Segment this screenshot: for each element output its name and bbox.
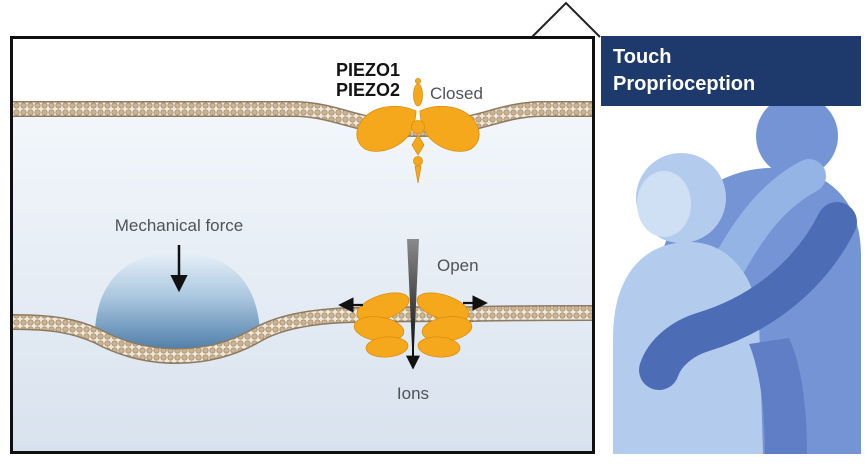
person-front-arm <box>710 159 826 285</box>
closed-channel-bead-1 <box>411 120 425 134</box>
side-panel: Touch Proprioception <box>601 36 861 454</box>
callout-wedge-lines <box>531 1 601 38</box>
open-piezo-channel <box>353 292 473 358</box>
mechanical-force-dome <box>95 252 260 353</box>
closed-state-label: Closed <box>430 84 483 103</box>
ions-label: Ions <box>397 384 429 403</box>
cell-interior-background <box>13 109 592 451</box>
open-right-foot <box>417 336 461 358</box>
side-panel-header: Touch Proprioception <box>601 36 861 106</box>
closed-channel-bead-2 <box>411 134 425 156</box>
hug-illustration <box>601 106 861 454</box>
side-title-line2: Proprioception <box>613 73 756 95</box>
piezo1-label: PIEZO1 <box>336 60 400 80</box>
open-left-foot <box>365 336 409 358</box>
bottom-membrane-bilayer <box>13 306 592 363</box>
person-front-face <box>637 171 691 237</box>
open-state-label: Open <box>437 256 479 275</box>
side-title-line1: Touch <box>613 46 672 68</box>
ion-flow-funnel <box>407 239 419 347</box>
closed-channel-cap-stem <box>413 83 423 107</box>
bodies-shadow <box>749 338 807 454</box>
closed-piezo-channel <box>356 78 480 184</box>
person-back-head <box>756 106 838 177</box>
closed-channel-bead-3 <box>413 156 423 166</box>
piezo2-label: PIEZO2 <box>336 80 400 100</box>
open-channel-right-half <box>416 292 473 358</box>
membrane-diagram: PIEZO1 PIEZO2 Closed Mechanical force <box>13 60 592 451</box>
membrane-diagram-panel: PIEZO1 PIEZO2 Closed Mechanical force <box>10 36 595 454</box>
person-back-arm <box>639 202 857 390</box>
closed-channel-cap-bead <box>414 78 421 85</box>
bottom-membrane <box>13 305 592 365</box>
open-channel-left-half <box>353 292 410 358</box>
closed-channel-tail <box>414 165 422 184</box>
mechanical-force-label: Mechanical force <box>115 216 244 235</box>
